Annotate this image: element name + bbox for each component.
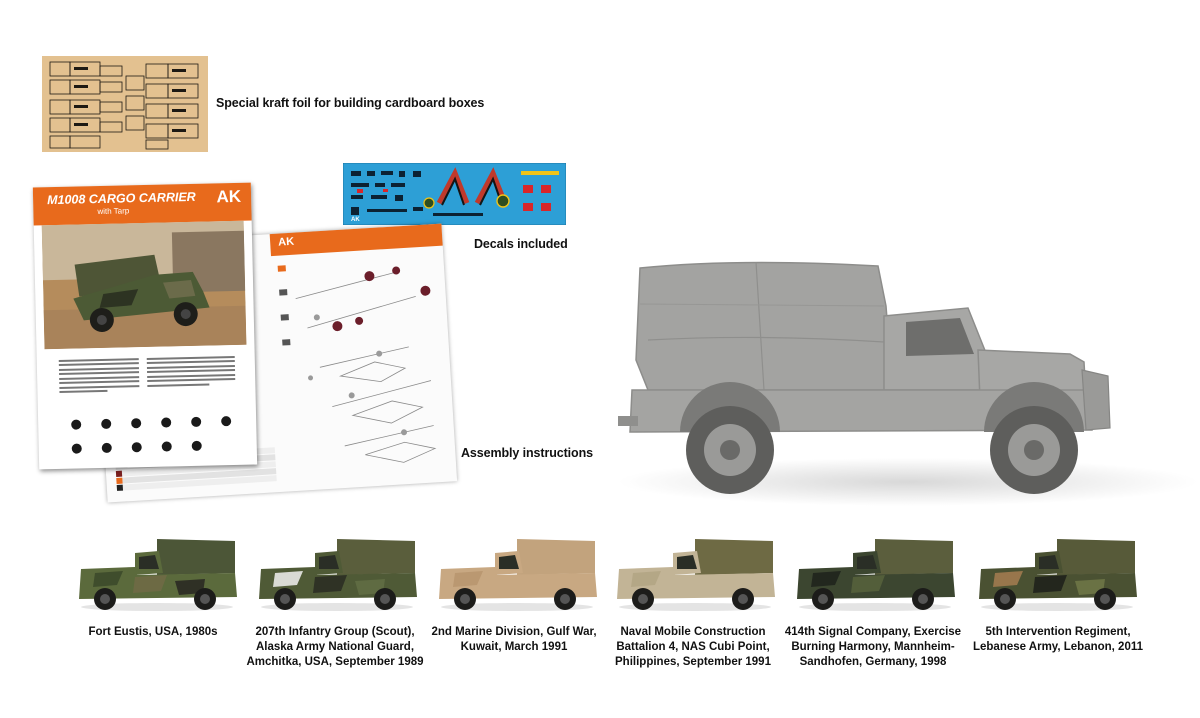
- scheme-truck-4: [610, 533, 780, 613]
- box-art-photo: [41, 220, 247, 350]
- exploded-assembly-diagram: [277, 265, 437, 463]
- scheme-truck-1: [72, 533, 242, 613]
- scheme-truck-6: [972, 533, 1142, 613]
- kraft-foil-sheet: [42, 56, 208, 152]
- assembly-caption: Assembly instructions: [461, 446, 593, 460]
- booklet-subtitle: with Tarp: [97, 206, 130, 217]
- scheme-label-1: Fort Eustis, USA, 1980s: [88, 626, 218, 638]
- scheme-truck-5: [790, 533, 960, 613]
- safety-icons: [71, 416, 232, 454]
- grey-model-truck: [618, 261, 1198, 506]
- scheme-label-4: Naval Mobile Construction Battalion 4, N…: [615, 626, 771, 668]
- booklet-header: M1008 CARGO CARRIER with Tarp AK: [32, 182, 252, 226]
- booklet-title: M1008 CARGO CARRIER: [46, 189, 196, 208]
- svg-text:AK: AK: [351, 217, 360, 223]
- instruction-booklet-back: AK: [92, 223, 458, 503]
- decals-caption: Decals included: [474, 237, 568, 251]
- instruction-booklet-front: M1008 CARGO CARRIER with Tarp AK: [32, 182, 258, 470]
- scheme-label-2: 207th Infantry Group (Scout), Alaska Arm…: [246, 626, 424, 668]
- kraft-foil-caption: Special kraft foil for building cardboar…: [216, 96, 485, 110]
- scheme-label-6: 5th Intervention Regiment, Lebanese Army…: [972, 626, 1143, 653]
- scheme-label-5: 414th Signal Company, Exercise Burning H…: [784, 626, 962, 668]
- ak-logo: AK: [277, 235, 295, 249]
- scheme-label-3: 2nd Marine Division, Gulf War, Kuwait, M…: [431, 626, 597, 653]
- decal-sheet: AK: [343, 163, 566, 225]
- booklet-text-left: [58, 355, 140, 395]
- booklet-text-right: [146, 353, 236, 389]
- scheme-truck-2: [252, 533, 422, 613]
- ak-logo: AK: [216, 186, 242, 207]
- scheme-truck-3: [432, 533, 602, 613]
